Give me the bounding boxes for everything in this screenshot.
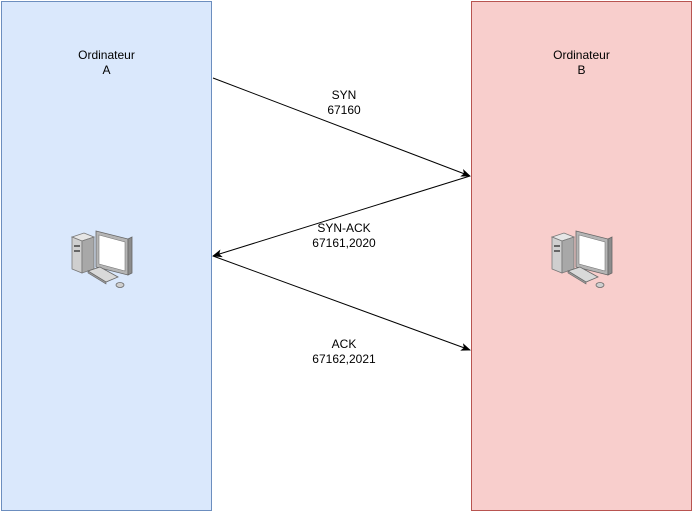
ack-arrow <box>212 255 471 351</box>
computer-a-label-line1: Ordinateur <box>78 48 135 62</box>
computer-b-label: Ordinateur B <box>472 48 691 78</box>
computer-b-panel: Ordinateur B <box>471 1 692 511</box>
ack-label: ACK 67162,2021 <box>284 337 404 367</box>
syn-ack-arrow <box>212 175 471 258</box>
syn-ack-label: SYN-ACK 67161,2020 <box>284 221 404 251</box>
syn-label-numbers: 67160 <box>327 103 361 117</box>
desktop-computer-icon <box>70 230 133 288</box>
syn-label: SYN 67160 <box>284 88 404 118</box>
ack-label-name: ACK <box>331 337 357 351</box>
ack-label-numbers: 67162,2021 <box>312 352 376 366</box>
computer-a-label: Ordinateur A <box>2 48 211 78</box>
computer-b-label-line1: Ordinateur <box>553 48 610 62</box>
computer-a-panel: Ordinateur A <box>1 1 212 511</box>
desktop-computer-icon <box>550 230 613 288</box>
syn-ack-label-name: SYN-ACK <box>317 221 371 235</box>
syn-arrow <box>212 77 471 177</box>
syn-label-name: SYN <box>331 88 357 102</box>
computer-a-label-line2: A <box>102 63 111 77</box>
syn-ack-label-numbers: 67161,2020 <box>312 236 376 250</box>
computer-b-label-line2: B <box>577 63 586 77</box>
